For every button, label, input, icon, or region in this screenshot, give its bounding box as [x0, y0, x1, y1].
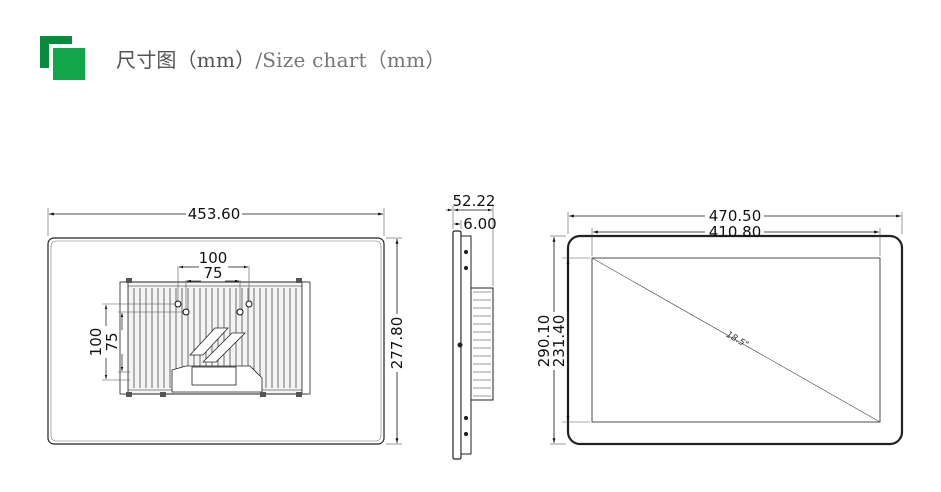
- title-chinese: 尺寸图（mm）: [116, 48, 256, 72]
- page-title: 尺寸图（mm）/Size chart（mm）: [116, 44, 445, 73]
- diagonal-size-label: 18.5": [724, 330, 750, 351]
- front-screen-height-label: 231.40: [550, 315, 568, 368]
- green-square-logo-icon: [40, 36, 86, 80]
- back-width-label: 453.60: [188, 205, 241, 223]
- display-area: [591, 257, 881, 423]
- front-outer-width-label: 470.50: [709, 207, 762, 225]
- front-screen-width-label: 410.80: [709, 223, 762, 241]
- vesa-v-outer-label: 100: [87, 328, 105, 357]
- vesa-v-inner-label: 75: [103, 332, 121, 351]
- vesa-h-outer-label: 100: [199, 249, 228, 267]
- title-english: /Size chart（mm）: [255, 48, 446, 72]
- side-view: [446, 206, 494, 460]
- back-height-label: 277.80: [388, 317, 406, 370]
- back-housing-outline: [47, 237, 385, 445]
- front-frame: [566, 234, 904, 446]
- vesa-h-inner-label: 75: [203, 264, 222, 282]
- front-view: [550, 212, 904, 446]
- back-view: [47, 208, 402, 445]
- header: 尺寸图（mm）/Size chart（mm）: [40, 30, 640, 80]
- front-outer-height-label: 290.10: [535, 315, 553, 368]
- side-depth-label: 52.22: [453, 192, 496, 210]
- side-bezel-label: 6.00: [463, 215, 496, 233]
- io-port-panel: [191, 366, 237, 386]
- side-heatsink: [470, 287, 494, 401]
